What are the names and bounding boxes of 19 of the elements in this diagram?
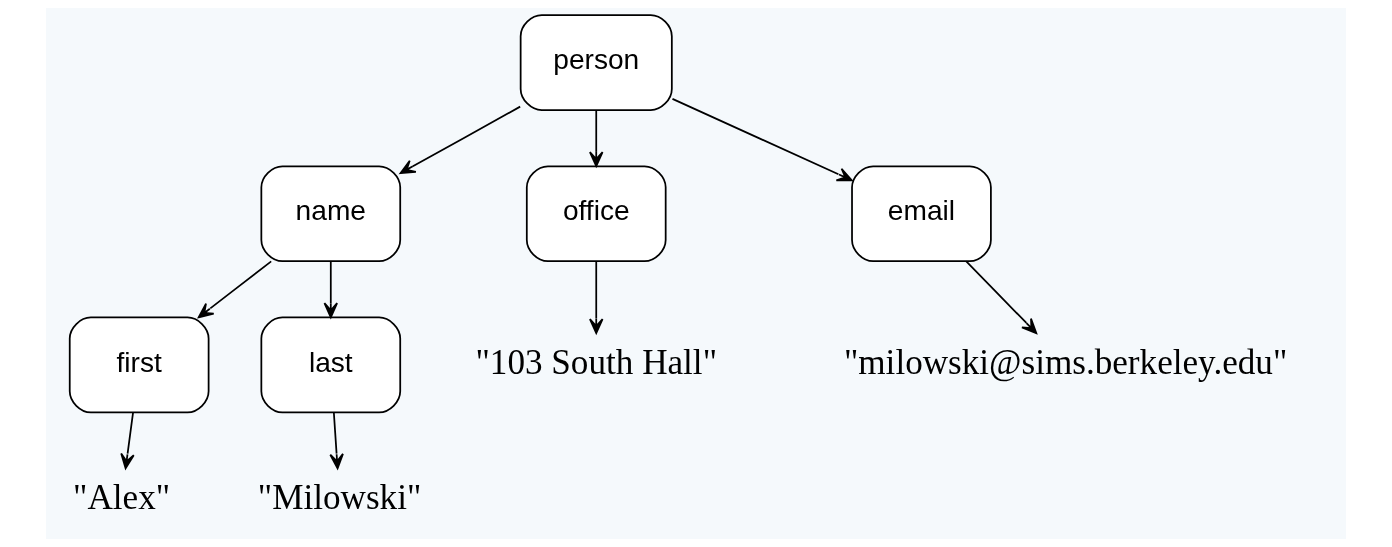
arrow [329,411,344,470]
node-box: first [68,316,210,414]
node-text: "Alex" [73,478,171,518]
arrow [589,260,604,334]
arrow [965,260,1038,334]
node-box: office [525,165,667,263]
node-text: "Milowski" [257,478,422,518]
arrow [197,260,273,319]
arrow [671,98,853,182]
arrow [120,411,135,470]
arrow [589,109,604,167]
node-box: last [260,316,402,414]
node-text: "103 South Hall" [475,342,717,382]
arrow [323,260,338,319]
node-box: person [519,14,673,111]
node-text: "milowski@sims.berkeley.edu" [843,342,1288,382]
arrow [399,105,522,175]
node-box: email [851,165,992,263]
node-box: name [260,165,402,263]
